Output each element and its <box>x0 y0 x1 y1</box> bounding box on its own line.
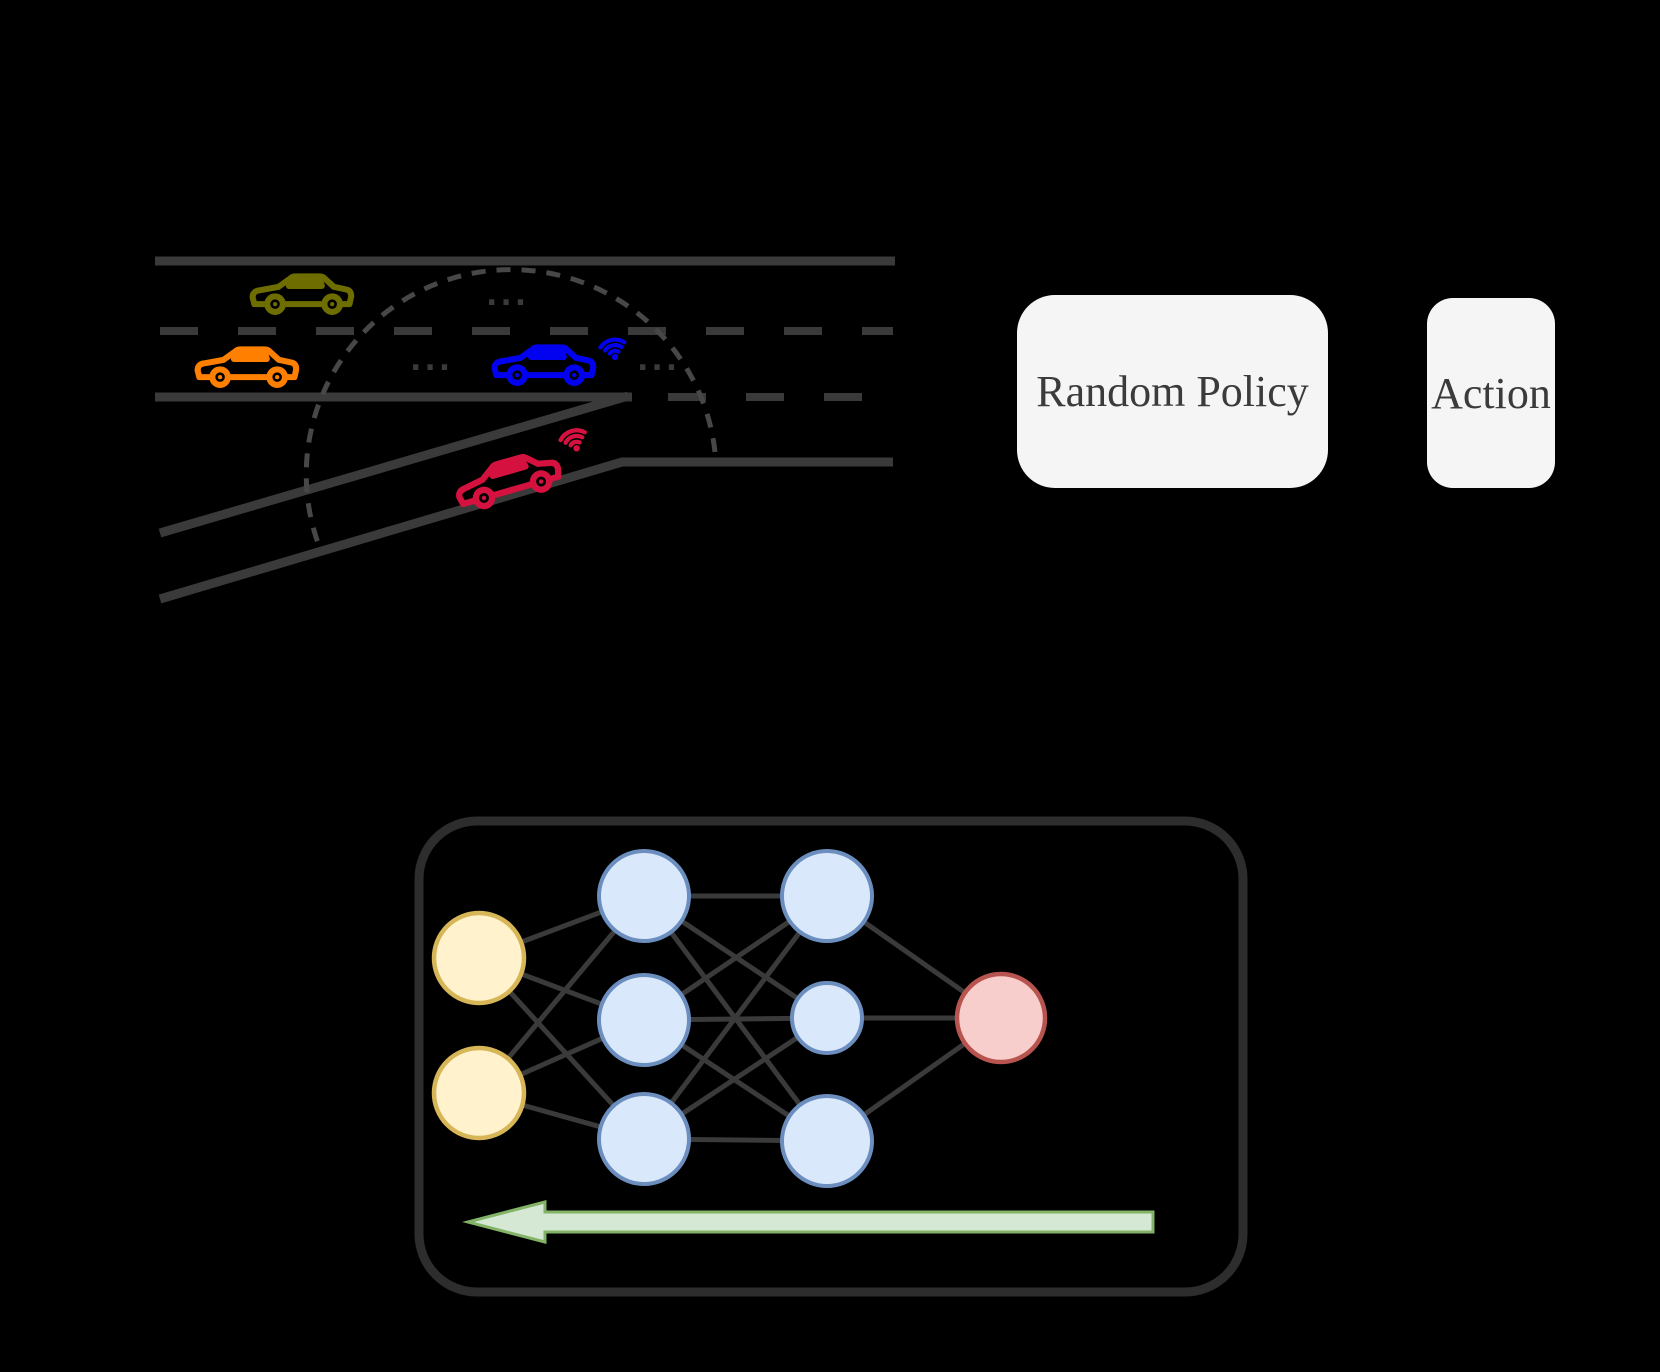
hidden-layer-2-nodes <box>780 849 874 1188</box>
hidden-node <box>597 1092 691 1186</box>
wifi-icon-blue <box>599 337 627 362</box>
ellipsis-dots-right: ... <box>637 343 680 378</box>
hidden-node <box>597 849 691 943</box>
policy-network-panel <box>414 816 1248 1297</box>
car-icon-orange <box>198 349 297 384</box>
car-icon-olive <box>253 276 352 311</box>
hidden-node <box>790 981 864 1055</box>
network-links <box>477 893 1003 1144</box>
output-node <box>954 971 1048 1065</box>
hidden-node <box>780 1094 874 1188</box>
random-policy-label: Random Policy <box>1036 367 1309 416</box>
input-node <box>431 910 527 1006</box>
ramp-edge-top <box>158 391 630 538</box>
input-node <box>431 1045 527 1141</box>
sensing-range-circle <box>303 267 718 544</box>
backprop-arrow-left <box>462 1200 1155 1244</box>
road-edge-bottom <box>158 457 893 604</box>
action-label: Action <box>1431 368 1551 418</box>
hidden-node <box>780 849 874 943</box>
hidden-node <box>597 973 691 1067</box>
ellipsis-dots-top-lane: ... <box>486 278 529 313</box>
network-outline-box <box>414 816 1248 1297</box>
random-policy-box: Random Policy <box>1017 295 1328 488</box>
highway-merge-scene: ... ... ... <box>155 256 895 604</box>
hidden-layer-1-nodes <box>597 849 691 1186</box>
car-icon-red-ego <box>454 448 563 512</box>
action-box: Action <box>1427 298 1555 488</box>
input-layer-nodes <box>431 910 527 1141</box>
ellipsis-dots-middle-lane: ... <box>410 343 453 378</box>
wifi-icon-red <box>559 427 590 455</box>
car-icon-blue-connected <box>495 347 594 382</box>
